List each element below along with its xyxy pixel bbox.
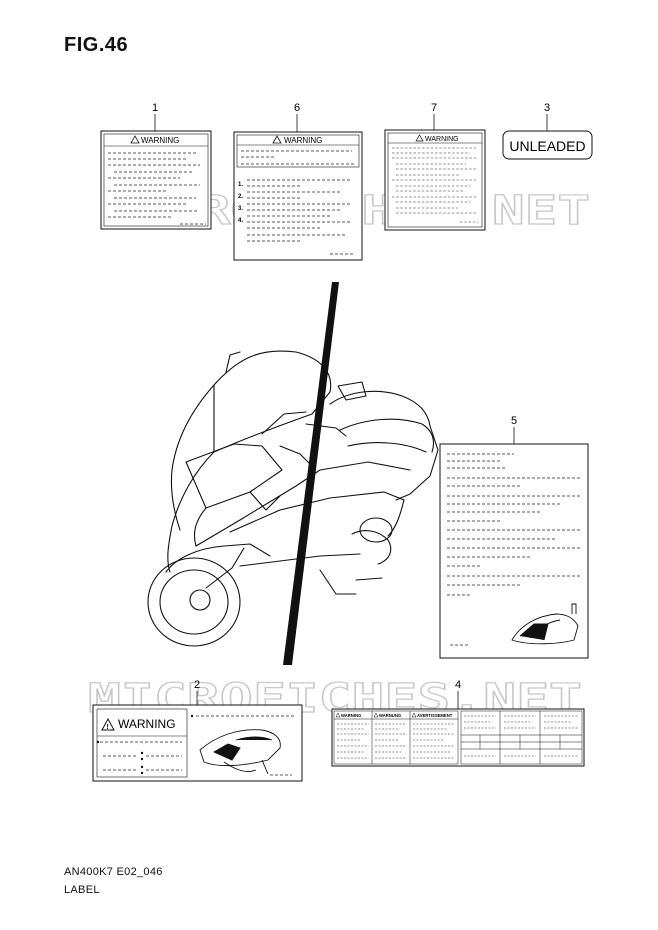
callout-number: 6 [294,102,300,114]
label-header: WARNING [341,713,361,718]
step-number: 1. [238,182,243,188]
warning-triangle-icon [130,135,140,144]
seat-icon [511,603,579,645]
callout-number: 4 [455,679,461,691]
label-part-1[interactable]: 1 WARNING [100,102,212,230]
section-label: LABEL [64,884,100,896]
label-title: WARNING [118,717,176,731]
label-part-5[interactable]: 5 [439,415,589,659]
label-header: WARNUNG [379,713,401,718]
svg-text:!: ! [107,724,109,731]
label-title: WARNING [425,136,459,143]
label-part-3[interactable]: 3 UNLEADED [502,102,593,160]
figure-title: FIG.46 [64,34,129,56]
label-title: WARNING [141,136,179,145]
warning-triangle-icon [272,135,282,144]
label-title: WARNING [284,136,322,145]
model-code: AN400K7 E02_046 [64,866,163,878]
label-marker [96,714,194,775]
callout-number: 2 [194,679,200,691]
callout-number: 3 [544,102,550,114]
label-part-2[interactable]: 2 ! WARNING [92,679,303,782]
divider-line [283,282,339,665]
warning-triangle-icon [335,712,417,718]
scooter-illustration [147,350,439,647]
label-header: AVERTISSEMENT [417,713,453,718]
step-number: 4. [238,218,243,224]
step-number: 2. [238,194,243,200]
unleaded-text: UNLEADED [509,138,585,154]
callout-number: 7 [431,102,437,114]
scooter-seat-icon [199,729,281,775]
warning-triangle-icon [415,134,424,142]
label-part-7[interactable]: 7 WARNING [384,102,486,231]
label-part-6[interactable]: 6 WARNING 1. 2. 3. 4. [233,102,363,261]
warning-triangle-icon: ! [101,717,115,731]
callout-number: 1 [152,102,158,114]
step-number: 3. [238,206,243,212]
callout-number: 5 [511,415,517,427]
label-part-4[interactable]: 4 WARNING WARNUNG AVERTISSEMENT [331,679,585,767]
